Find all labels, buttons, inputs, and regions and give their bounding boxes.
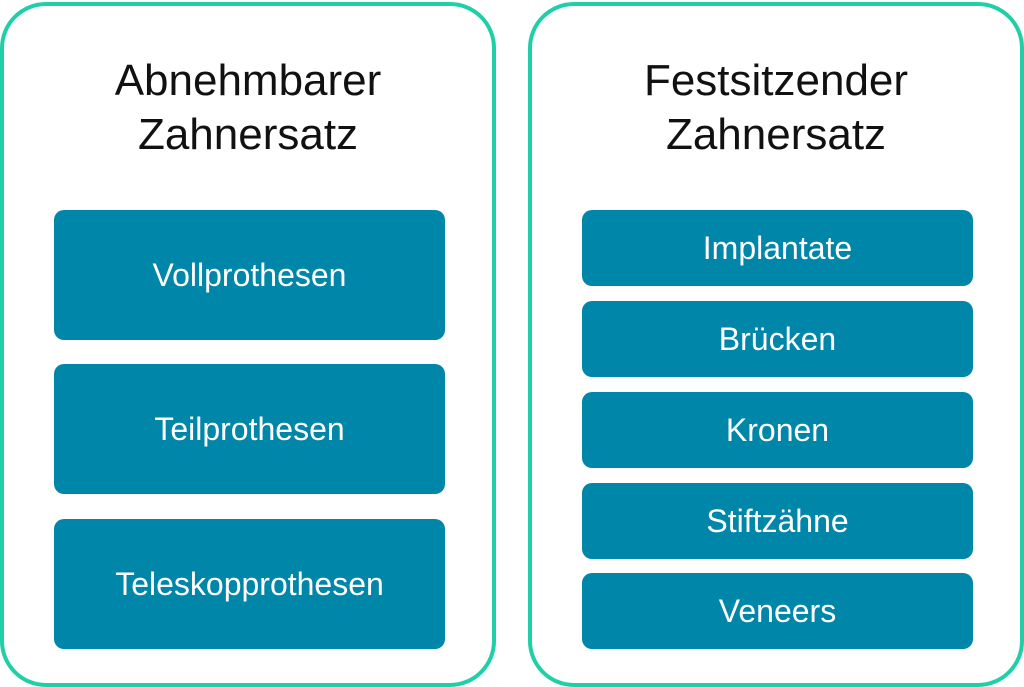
item-bruecken: Brücken xyxy=(582,301,973,377)
item-implantate: Implantate xyxy=(582,210,973,286)
fixed-dentures-panel: Festsitzender Zahnersatz Implantate Brüc… xyxy=(528,2,1024,687)
item-vollprothesen: Vollprothesen xyxy=(54,210,445,340)
removable-dentures-panel: Abnehmbarer Zahnersatz Vollprothesen Tei… xyxy=(0,2,496,687)
title-line-1: Festsitzender xyxy=(643,56,909,105)
title-line-2: Zahnersatz xyxy=(137,110,359,159)
item-teilprothesen: Teilprothesen xyxy=(54,364,445,494)
title-line-1: Abnehmbarer xyxy=(114,56,382,105)
panel-title: Abnehmbarer Zahnersatz xyxy=(4,54,492,162)
title-line-2: Zahnersatz xyxy=(665,110,887,159)
item-veneers: Veneers xyxy=(582,573,973,649)
item-teleskopprothesen: Teleskopprothesen xyxy=(54,519,445,649)
item-kronen: Kronen xyxy=(582,392,973,468)
panel-title: Festsitzender Zahnersatz xyxy=(532,54,1020,162)
item-stiftzaehne: Stiftzähne xyxy=(582,483,973,559)
